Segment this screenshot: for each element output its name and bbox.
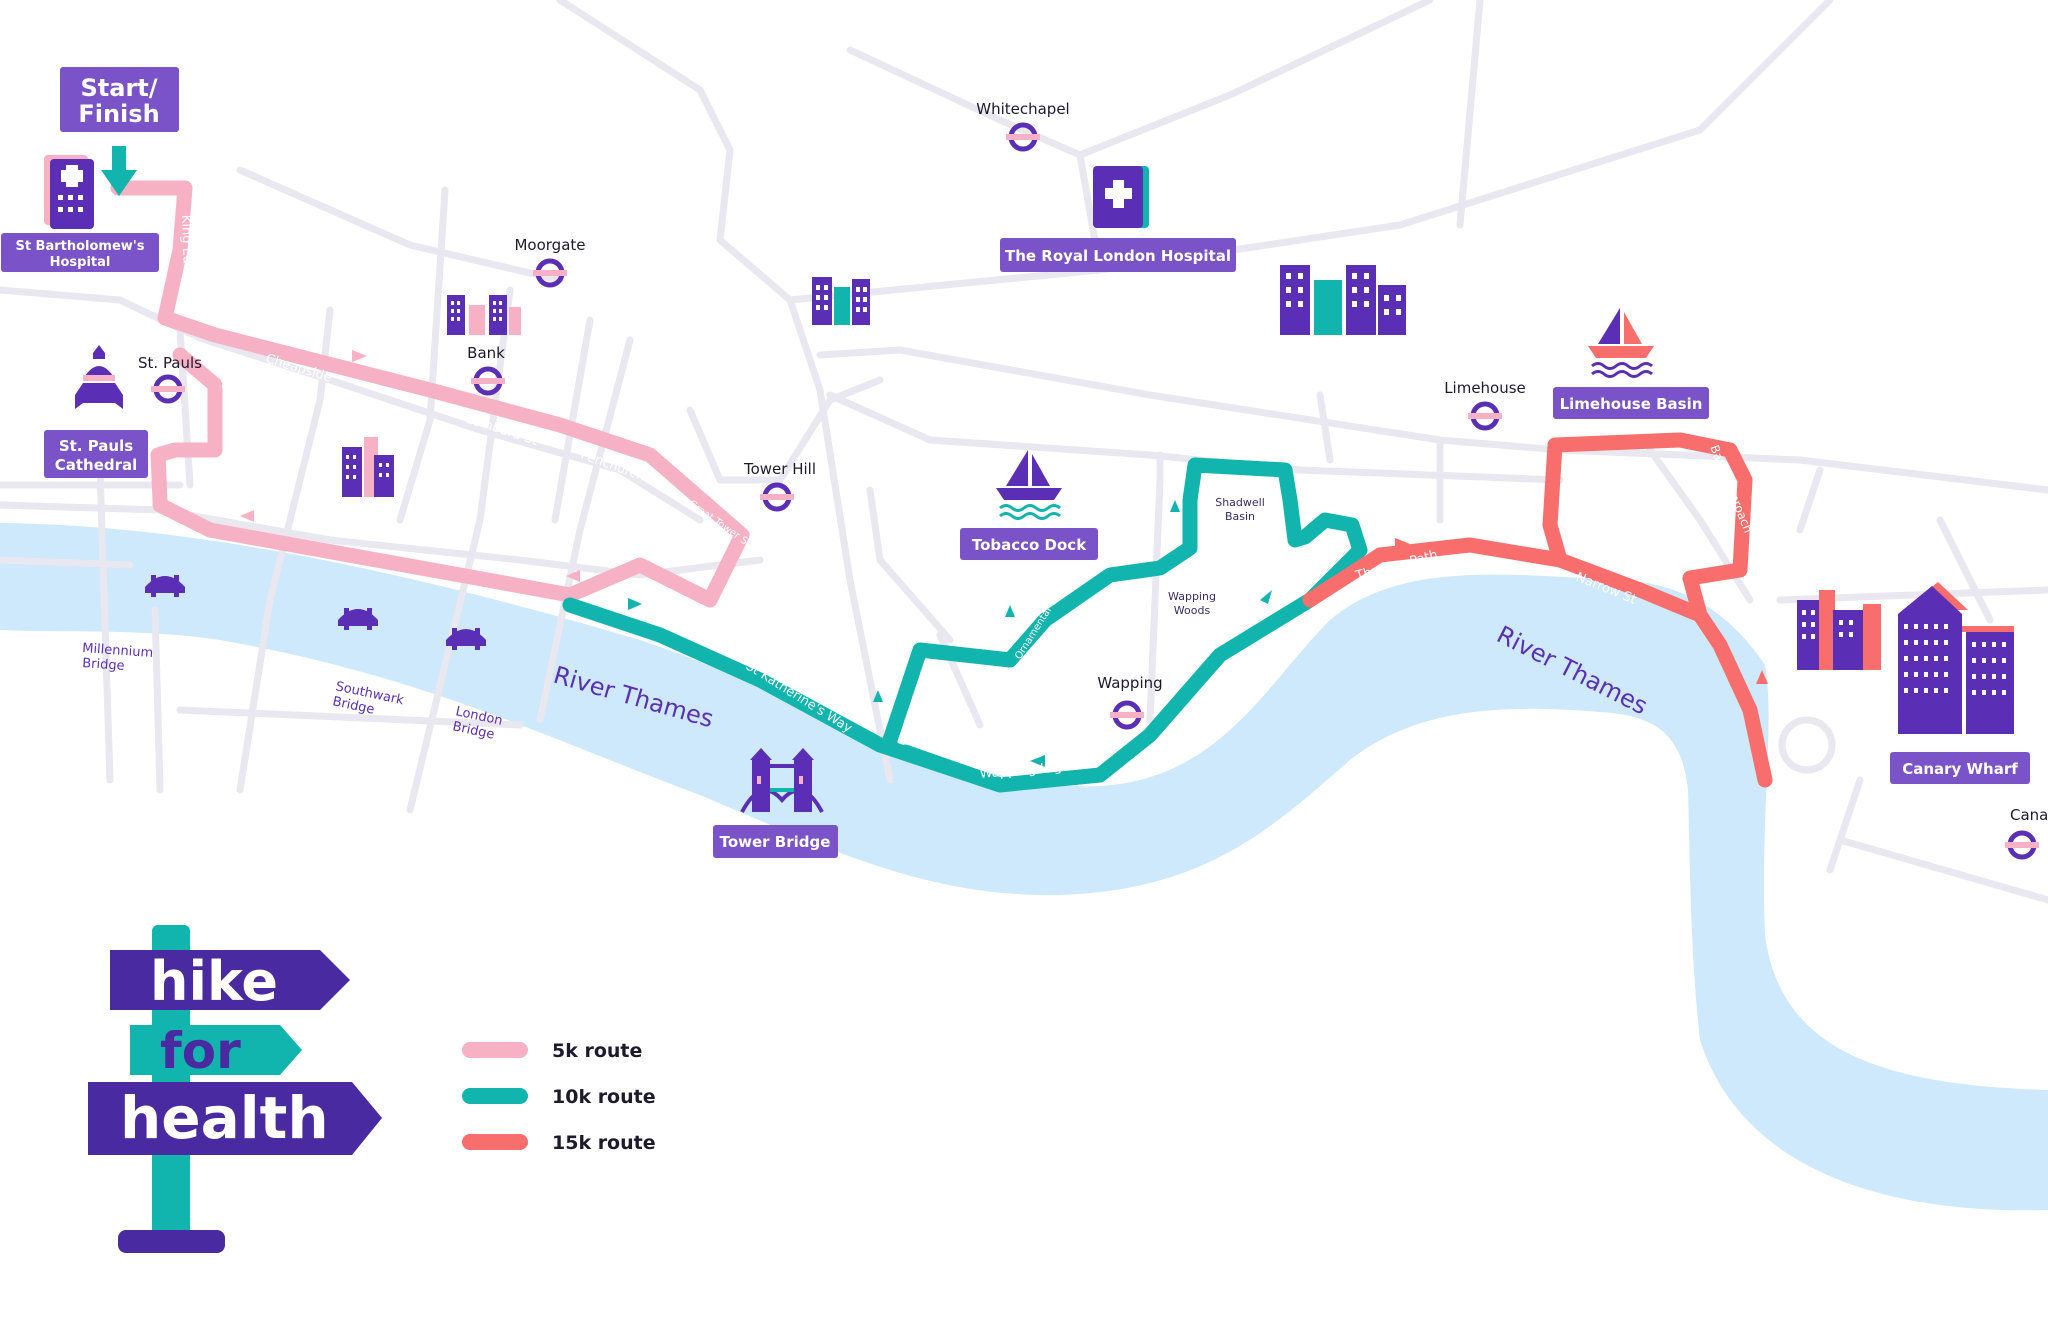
station-label-wapping: Wapping <box>1097 674 1162 692</box>
street-label-king-edward: King Edward St <box>178 215 196 314</box>
tube-stations <box>151 122 2039 860</box>
building-icon <box>1797 590 1881 670</box>
road-network <box>0 0 2048 904</box>
place-label-wapping-woods-1: Wapping <box>1168 590 1216 603</box>
roundabout <box>1778 716 1836 774</box>
route-arrows <box>240 350 1768 767</box>
st-pauls-cathedral-icon <box>75 345 123 409</box>
route-15k <box>1302 432 1773 788</box>
station-label-canary-wharf: Canary Wh <box>2010 806 2048 824</box>
underground-icon <box>2005 830 2039 860</box>
place-label-wapping-woods-2: Woods <box>1174 604 1211 617</box>
route-legend: 5k route 10k route 15k route <box>462 1040 656 1154</box>
hike-for-health-logo: hike for health <box>88 925 382 1253</box>
building-icon <box>447 295 521 335</box>
route-10k <box>562 457 1368 793</box>
label-tobacco-dock: Tobacco Dock <box>960 528 1098 560</box>
bridge-label-millennium-2: Bridge <box>82 656 125 674</box>
river-thames <box>0 523 2048 1211</box>
building-icon <box>812 277 870 325</box>
station-label-limehouse: Limehouse <box>1444 379 1526 397</box>
label-tobacco-dock-text: Tobacco Dock <box>972 536 1087 554</box>
boat-icon <box>996 450 1062 520</box>
label-canary-wharf: Canary Wharf <box>1890 752 2030 784</box>
start-finish-marker: Start/ Finish <box>60 67 179 196</box>
building-icon <box>1280 265 1406 335</box>
boat-icon <box>1588 308 1654 378</box>
logo-word-health: health <box>120 1084 329 1152</box>
logo-word-for: for <box>160 1022 241 1080</box>
tower-bridge-icon <box>740 748 824 813</box>
bridge-icons <box>145 575 486 650</box>
start-finish-line2: Finish <box>78 100 159 128</box>
label-barts: St Bartholomew's Hospital <box>1 233 159 272</box>
logo-word-hike: hike <box>150 950 278 1013</box>
underground-icon <box>533 258 567 288</box>
legend-swatch-10k <box>462 1088 528 1104</box>
royal-london-hospital-icon <box>1093 166 1149 228</box>
legend-label-5k: 5k route <box>552 1040 642 1062</box>
millennium-bridge-icon <box>145 575 185 597</box>
station-label-whitechapel: Whitechapel <box>976 100 1069 118</box>
underground-icon <box>1006 122 1040 152</box>
underground-icon <box>471 366 505 396</box>
route-5k <box>110 180 750 608</box>
start-finish-line1: Start/ <box>80 74 157 102</box>
bridge-label-millennium-1: Millennium <box>82 641 154 661</box>
building-icon <box>342 437 394 497</box>
underground-icon <box>151 374 185 404</box>
label-tower-bridge-text: Tower Bridge <box>720 833 831 851</box>
label-st-pauls-line2: Cathedral <box>55 456 138 474</box>
start-arrowhead-icon <box>101 170 137 196</box>
legend-label-15k: 15k route <box>552 1132 656 1154</box>
label-limehouse-basin: Limehouse Basin <box>1553 387 1709 419</box>
london-bridge-icon <box>446 628 486 650</box>
label-royal-london-hospital: The Royal London Hospital <box>1000 238 1236 272</box>
place-label-shadwell-basin-1: Shadwell <box>1215 496 1265 509</box>
station-label-moorgate: Moorgate <box>514 236 585 254</box>
legend-swatch-15k <box>462 1134 528 1150</box>
underground-icon <box>1468 401 1502 431</box>
underground-icon <box>760 482 794 512</box>
legend-swatch-5k <box>462 1042 528 1058</box>
legend-label-10k: 10k route <box>552 1086 656 1108</box>
label-barts-line2: Hospital <box>50 255 111 270</box>
start-arrow-icon <box>112 146 126 172</box>
label-royal-london-text: The Royal London Hospital <box>1005 247 1231 265</box>
southwark-bridge-icon <box>338 608 378 630</box>
label-st-pauls-cathedral: St. Pauls Cathedral <box>44 430 148 478</box>
place-label-shadwell-basin-2: Basin <box>1225 510 1255 523</box>
label-st-pauls-line1: St. Pauls <box>59 437 133 455</box>
label-limehouse-basin-text: Limehouse Basin <box>1560 395 1703 413</box>
hospital-icon <box>44 155 94 229</box>
underground-icon <box>1110 700 1144 730</box>
canary-wharf-tower-icon <box>1898 582 2014 734</box>
label-canary-wharf-text: Canary Wharf <box>1902 760 2018 778</box>
station-label-bank: Bank <box>467 344 505 362</box>
street-label-ornamental-canal: Ornamental Canal <box>1013 579 1070 662</box>
station-label-tower-hill: Tower Hill <box>743 460 816 478</box>
station-label-st-pauls: St. Pauls <box>138 354 202 372</box>
label-barts-line1: St Bartholomew's <box>15 239 144 254</box>
label-tower-bridge: Tower Bridge <box>713 825 838 858</box>
